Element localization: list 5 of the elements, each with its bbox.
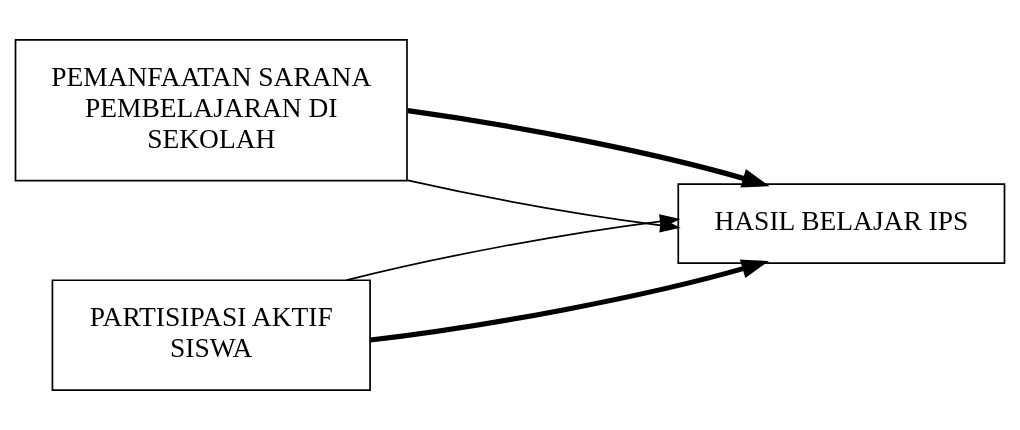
arrow [407,108,770,188]
node-box: PEMANFAATAN SARANA PEMBELAJARAN DI SEKOLAH [14,39,408,182]
node-box: HASIL BELAJAR IPS [677,183,1006,264]
node-box: PARTISIPASI AKTIF SISWA [51,279,371,391]
arrow [369,259,769,343]
